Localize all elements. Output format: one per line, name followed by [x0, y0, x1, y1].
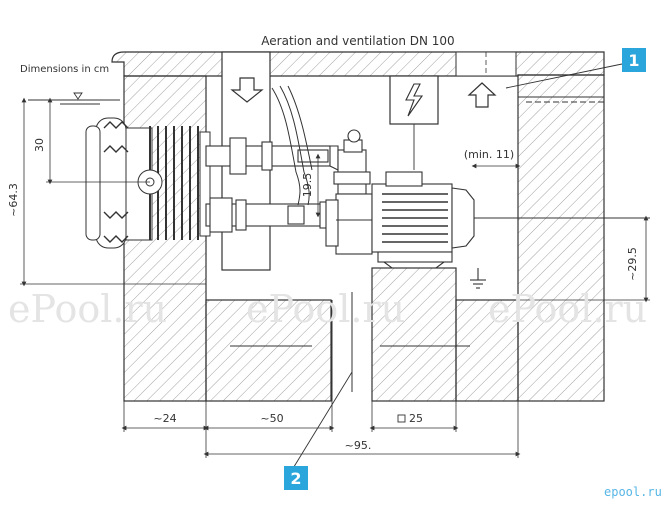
drawing-title: Aeration and ventilation DN 100 [261, 34, 454, 48]
units-note: Dimensions in cm [20, 64, 109, 75]
dim-min-clearance: (min. 11) [464, 148, 514, 161]
square-symbol-icon [397, 414, 406, 423]
pump-motor [371, 171, 475, 269]
watermark: ePool.ru [246, 287, 405, 331]
electrical-hazard-icon [389, 75, 439, 170]
water-level [28, 92, 604, 105]
svg-text:1: 1 [628, 51, 639, 70]
dim-pedestal-size: 25 [409, 412, 423, 425]
dim-overall-width: ~95. [345, 439, 372, 452]
ground-icon [470, 268, 486, 289]
arrow-down-icon [230, 77, 264, 103]
dim-depth-total: ~64.3 [7, 183, 20, 217]
piping [205, 137, 339, 233]
watermark: ePool.ru [8, 287, 167, 331]
watermark: ePool.ru [488, 287, 647, 331]
dim-water-to-axis: 30 [33, 138, 46, 152]
site-logo: epool.ru [604, 485, 662, 499]
callout-2: 2 [284, 466, 308, 490]
jet-nozzle-unit [85, 117, 211, 249]
svg-text:2: 2 [290, 469, 301, 488]
dim-pipe-spacing: 19.5 [301, 173, 314, 198]
concrete-structure [111, 51, 605, 402]
cables [271, 85, 313, 206]
dim-pump-axis-height: ~29.5 [626, 247, 639, 281]
arrow-up-icon [467, 82, 497, 108]
valve [325, 129, 373, 255]
dimension-lines [20, 63, 650, 471]
callout-1: 1 [622, 48, 646, 72]
floor-details [230, 292, 470, 401]
dim-pit-width: ~50 [260, 412, 283, 425]
dim-wall-thickness: ~24 [153, 412, 176, 425]
